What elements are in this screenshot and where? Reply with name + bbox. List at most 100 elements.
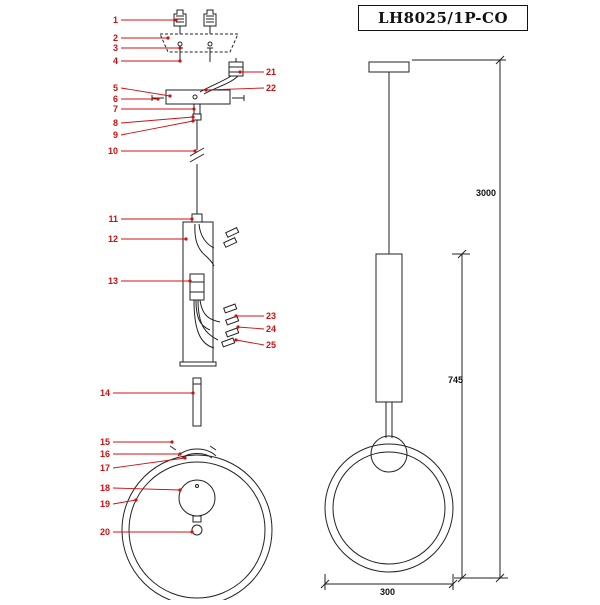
callout-dot-14 (191, 391, 195, 395)
callout-dot-20 (190, 530, 194, 534)
callout-23: 23 (234, 311, 276, 321)
callout-leader-17 (112, 457, 186, 469)
callout-dot-3 (178, 46, 182, 50)
callout-3: 3 (113, 43, 182, 53)
callout-dot-16 (178, 452, 182, 456)
callout-8: 8 (113, 115, 195, 128)
callout-1: 1 (113, 15, 178, 25)
model-number: LH8025/1P-CO (358, 5, 528, 31)
callout-label-20: 20 (100, 527, 110, 537)
callout-label-25: 25 (266, 340, 276, 350)
callout-label-10: 10 (108, 146, 118, 156)
callout-label-17: 17 (100, 463, 110, 473)
callout-label-9: 9 (113, 130, 118, 140)
callout-label-12: 12 (108, 234, 118, 244)
callout-label-18: 18 (100, 483, 110, 493)
callout-dot-8 (191, 115, 195, 119)
callout-leader-19 (112, 499, 137, 505)
callout-dot-17 (183, 456, 187, 460)
callout-dot-9 (191, 119, 195, 123)
callout-16: 16 (100, 449, 182, 459)
part-ceiling-outline (159, 33, 239, 53)
callout-11: 11 (108, 214, 194, 224)
assembled-ring-inner (332, 451, 446, 565)
callout-7: 7 (113, 104, 196, 114)
callout-label-2: 2 (113, 33, 118, 43)
callout-label-5: 5 (113, 83, 118, 93)
callout-dot-21 (238, 70, 242, 74)
assembled-fixture (324, 61, 454, 573)
callout-12: 12 (108, 234, 188, 244)
callout-label-21: 21 (266, 67, 276, 77)
callout-15: 15 (100, 437, 174, 447)
callout-20: 20 (100, 527, 194, 537)
callout-dot-13 (188, 279, 192, 283)
callout-dot-1 (174, 18, 178, 22)
part-light-module (191, 524, 203, 536)
callout-label-7: 7 (113, 104, 118, 114)
callout-label-6: 6 (113, 94, 118, 104)
callout-18: 18 (100, 483, 182, 493)
dimension-ring-width: 300 (380, 587, 395, 597)
callout-label-22: 22 (266, 83, 276, 93)
callout-13: 13 (108, 276, 192, 286)
callout-22: 22 (204, 83, 276, 93)
part-driver (189, 273, 205, 301)
part-wire-connectors-top (223, 226, 240, 248)
callout-label-24: 24 (266, 324, 276, 334)
part-ring-outer (121, 454, 273, 605)
dimension-lines (320, 55, 508, 590)
callout-dot-15 (170, 440, 174, 444)
callout-17: 17 (100, 456, 187, 473)
callout-dot-11 (190, 217, 194, 221)
callout-9: 9 (113, 119, 195, 140)
callout-dot-2 (166, 36, 170, 40)
callout-dot-23 (234, 314, 238, 318)
callout-label-1: 1 (113, 15, 118, 25)
callout-leader-18 (112, 487, 181, 491)
callout-label-13: 13 (108, 276, 118, 286)
callout-dot-6 (156, 97, 160, 101)
callout-10: 10 (108, 146, 197, 156)
assembled-tube (375, 253, 403, 403)
part-screw-anchor-2 (203, 9, 217, 34)
callout-label-15: 15 (100, 437, 110, 447)
callout-dot-19 (134, 498, 138, 502)
callout-leader-9 (120, 120, 194, 136)
callout-dot-4 (178, 59, 182, 63)
callout-label-11: 11 (108, 214, 118, 224)
callout-label-16: 16 (100, 449, 110, 459)
callout-label-14: 14 (100, 388, 110, 398)
callout-dot-25 (234, 338, 238, 342)
callout-dot-22 (204, 88, 208, 92)
callout-leader-24 (237, 326, 265, 330)
dimension-total-height: 3000 (476, 188, 496, 198)
callout-dot-7 (192, 107, 196, 111)
dimension-body-height: 745 (448, 375, 463, 385)
callout-4: 4 (113, 56, 182, 66)
callout-layer: 1234567891011121314151617181920212223242… (100, 15, 276, 537)
callout-label-19: 19 (100, 499, 110, 509)
callout-leader-25 (235, 339, 265, 346)
part-cable (189, 120, 205, 214)
callout-24: 24 (236, 324, 276, 334)
assembled-ring-outer (324, 443, 454, 573)
callout-label-3: 3 (113, 43, 118, 53)
callout-21: 21 (238, 67, 276, 77)
callout-dot-12 (184, 237, 188, 241)
part-screw-anchor-1 (173, 9, 187, 34)
part-screws (177, 47, 213, 62)
part-wire-connectors-bottom (221, 303, 240, 348)
callout-25: 25 (234, 338, 276, 350)
callout-label-23: 23 (266, 311, 276, 321)
callout-leader-8 (120, 116, 194, 124)
part-mounting-plate (165, 89, 231, 105)
part-top-cap (191, 213, 203, 223)
callout-label-4: 4 (113, 56, 118, 66)
callout-dot-5 (168, 94, 172, 98)
callout-dot-10 (193, 149, 197, 153)
assembled-canopy (368, 61, 410, 73)
callout-leader-22 (205, 87, 265, 91)
